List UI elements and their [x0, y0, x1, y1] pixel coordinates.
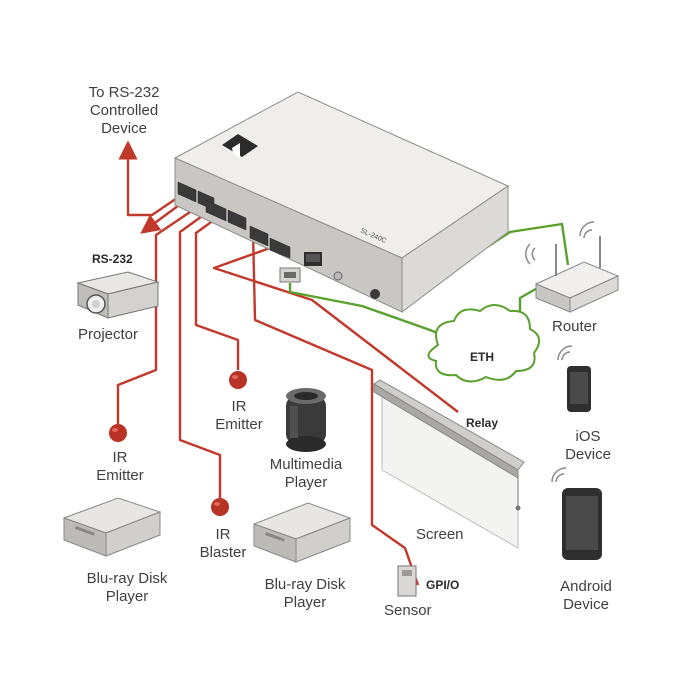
label-ir-emitter-mid: IR Emitter	[204, 398, 274, 434]
label-rs232-target-line2: Controlled	[89, 102, 159, 119]
label-ios-line2: Device	[565, 446, 611, 463]
label-rs232-target: To RS-232 Controlled Device	[78, 84, 170, 138]
label-router: Router	[552, 318, 598, 335]
label-ir-emitter-left-line2: Emitter	[96, 467, 144, 484]
label-screen: Screen	[416, 526, 464, 543]
label-ir-blaster-line2: Blaster	[199, 544, 247, 561]
ir-emitter-mid-icon	[229, 371, 247, 389]
label-android-line2: Device	[563, 596, 609, 613]
cable-ir-emitter-left	[116, 207, 197, 425]
power-port	[370, 289, 380, 299]
label-bluray-left: Blu-ray Disk Player	[72, 570, 182, 606]
cable-rs232-out	[118, 140, 181, 217]
ios-device-icon	[557, 345, 591, 412]
label-sensor: Sensor	[384, 602, 432, 619]
label-multimedia-line1: Multimedia	[269, 456, 343, 473]
label-bluray-mid-line2: Player	[283, 594, 327, 611]
ir-emitter-left-icon	[109, 424, 127, 442]
cable-gpio	[251, 231, 420, 586]
eth-cloud	[427, 304, 541, 383]
front-port-blocks	[177, 181, 291, 259]
cable-ir-emitter-mid	[194, 219, 240, 370]
label-android-line1: Android	[560, 578, 612, 595]
multimedia-player-icon	[286, 388, 326, 452]
cable-ir-blaster	[178, 213, 222, 498]
label-gpio: GPI/O	[426, 578, 460, 592]
label-multimedia-line2: Player	[284, 474, 328, 491]
label-android-device: Android Device	[548, 578, 624, 614]
label-bluray-left-line1: Blu-ray Disk	[86, 570, 168, 587]
label-rs232-port: RS-232	[92, 252, 133, 266]
cable-relay	[212, 246, 459, 413]
router-icon	[525, 221, 620, 313]
cable-eth-device	[288, 283, 446, 338]
label-ios-device: iOS Device	[556, 428, 620, 464]
label-ir-emitter-mid-line2: Emitter	[215, 416, 263, 433]
label-ir-blaster: IR Blaster	[188, 526, 258, 562]
label-projector: Projector	[78, 326, 139, 343]
label-bluray-mid: Blu-ray Disk Player	[250, 576, 360, 612]
label-ir-emitter-left-line1: IR	[112, 449, 128, 466]
label-ir-blaster-line1: IR	[215, 526, 231, 543]
projector-icon	[76, 271, 160, 319]
sensor-icon	[397, 565, 417, 597]
label-bluray-mid-line1: Blu-ray Disk	[264, 576, 346, 593]
label-ir-emitter-mid-line1: IR	[231, 398, 247, 415]
brand-logo	[222, 134, 258, 158]
label-bluray-left-line2: Player	[105, 588, 149, 605]
bluray-mid-icon	[252, 502, 352, 563]
projection-screen-icon	[373, 379, 525, 549]
label-relay: Relay	[466, 416, 499, 430]
android-device-icon	[551, 467, 602, 560]
red-cables	[116, 140, 459, 586]
ir-blaster-icon	[211, 498, 229, 516]
label-eth: ETH	[470, 350, 494, 364]
label-multimedia-player: Multimedia Player	[258, 456, 354, 492]
controller-device: SL-240C	[173, 91, 510, 314]
label-rs232-target-line3: Device	[101, 120, 147, 137]
label-ir-emitter-left: IR Emitter	[88, 449, 152, 485]
label-rs232-target-line1: To RS-232	[88, 84, 160, 101]
label-ios-line1: iOS	[575, 428, 601, 445]
bluray-left-icon	[62, 497, 162, 557]
